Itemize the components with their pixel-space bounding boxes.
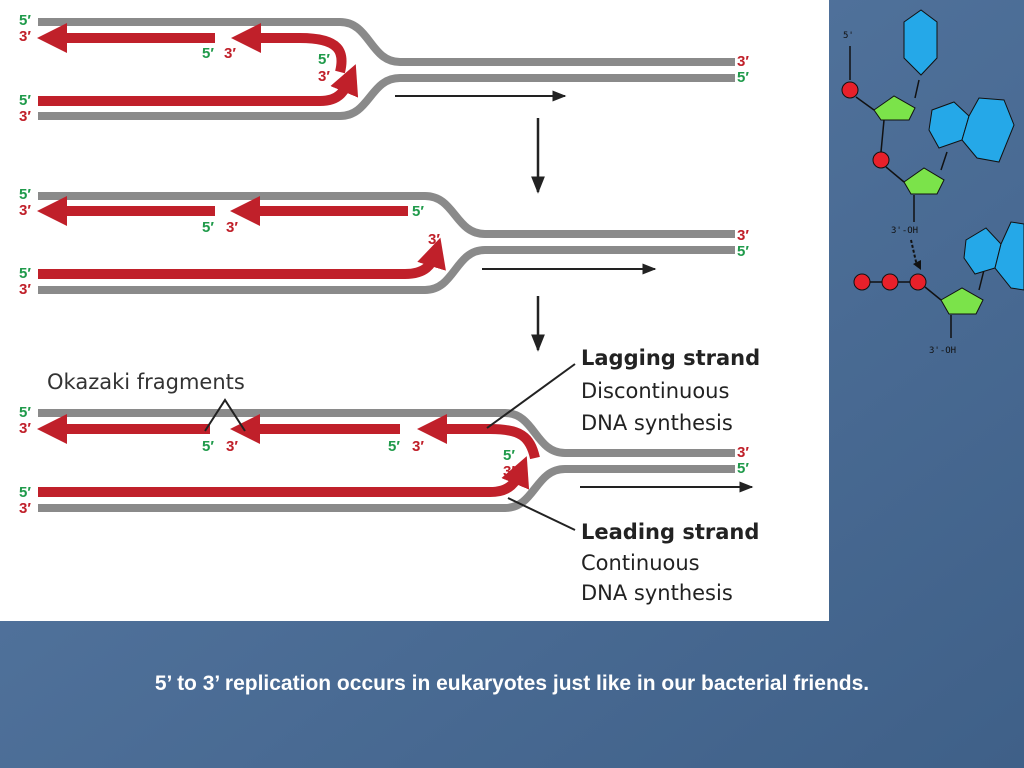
base	[994, 221, 1024, 291]
leading-strand	[38, 456, 530, 497]
template-strand	[38, 74, 735, 120]
label-5prime: 5′	[412, 203, 424, 220]
template-strand	[38, 465, 735, 512]
label-5prime: 5′	[202, 219, 214, 236]
bond	[924, 286, 942, 301]
phosphate	[853, 273, 871, 291]
phosphate	[909, 273, 927, 291]
lagging-pointer	[486, 363, 576, 429]
label-3prime: 3′	[19, 108, 31, 125]
reaction-arrowhead	[913, 260, 921, 270]
fork-2: 5′ 3′ 5′ 3′ 5′ 3′ 3′ 5′ 5′ 3′	[19, 186, 749, 298]
label-5prime: 5′	[318, 51, 330, 68]
label-5prime: 5′	[19, 404, 31, 421]
template-strand	[38, 192, 735, 238]
reaction-arrow	[910, 239, 918, 267]
label-5prime: 5′	[202, 45, 214, 62]
label-5prime: 5′	[19, 484, 31, 501]
lagging-strand-desc-1: Discontinuous	[581, 379, 729, 403]
label-3prime: 3′	[19, 500, 31, 517]
label-3prime: 3′	[428, 231, 440, 248]
leading-strand-desc-2: DNA synthesis	[581, 581, 733, 605]
nucleotide-structure: 5' 3'-OH 3'-OH	[841, 9, 1024, 356]
label-5prime: 5′	[202, 438, 214, 455]
replication-fork-diagram: 5′ 3′ 5′ 3′ 5′ 3′ 3′ 5′ 5′ 3′ 5′ 3′ 5′ 3…	[19, 12, 760, 605]
bond	[914, 79, 920, 99]
base	[961, 97, 1015, 163]
bond	[978, 269, 985, 291]
leading-pointer	[507, 497, 576, 531]
label-3prime: 3′	[737, 444, 749, 461]
leading-strand	[38, 237, 446, 279]
label-3prime: 3′	[226, 438, 238, 455]
label-5prime: 5′	[19, 12, 31, 29]
five-prime-label: 5'	[843, 31, 854, 41]
okazaki-pointer	[204, 398, 246, 432]
sugar	[940, 287, 984, 315]
label-5prime: 5′	[737, 243, 749, 260]
bond	[880, 119, 885, 153]
phosphate	[841, 81, 859, 99]
label-3prime: 3′	[318, 68, 330, 85]
label-5prime: 5′	[19, 265, 31, 282]
label-5prime: 5′	[503, 447, 515, 464]
bond	[885, 166, 905, 183]
oh-label: 3'-OH	[891, 226, 918, 236]
base	[903, 9, 938, 76]
leading-strand	[38, 64, 359, 106]
label-3prime: 3′	[19, 281, 31, 298]
label-3prime: 3′	[19, 202, 31, 219]
sugar	[903, 167, 945, 195]
template-strand	[38, 246, 735, 294]
label-3prime: 3′	[737, 53, 749, 70]
phosphate	[872, 151, 890, 169]
label-3prime: 3′	[224, 45, 236, 62]
label-5prime: 5′	[19, 92, 31, 109]
lagging-strand-title: Lagging strand	[581, 346, 760, 370]
label-3prime: 3′	[19, 28, 31, 45]
label-3prime: 3′	[19, 420, 31, 437]
label-5prime: 5′	[19, 186, 31, 203]
label-3prime: 3′	[737, 227, 749, 244]
okazaki-fragment	[417, 414, 540, 460]
bond	[940, 151, 948, 171]
leading-strand-title: Leading strand	[581, 520, 759, 544]
sugar	[873, 95, 916, 121]
label-5prime: 5′	[737, 460, 749, 477]
leading-strand-desc-1: Continuous	[581, 551, 700, 575]
oh-label: 3'-OH	[929, 346, 956, 356]
bond	[855, 96, 875, 111]
label-5prime: 5′	[388, 438, 400, 455]
template-strand	[38, 18, 735, 66]
label-3prime: 3′	[226, 219, 238, 236]
slide-caption: 5’ to 3’ replication occurs in eukaryote…	[154, 672, 870, 695]
fork-1: 5′ 3′ 5′ 3′ 5′ 3′ 3′ 5′ 5′ 3′	[19, 12, 749, 125]
lagging-strand-desc-2: DNA synthesis	[581, 411, 733, 435]
phosphate	[881, 273, 899, 291]
okazaki-label: Okazaki fragments	[47, 370, 245, 394]
label-5prime: 5′	[737, 69, 749, 86]
label-3prime: 3′	[503, 463, 515, 480]
label-3prime: 3′	[412, 438, 424, 455]
